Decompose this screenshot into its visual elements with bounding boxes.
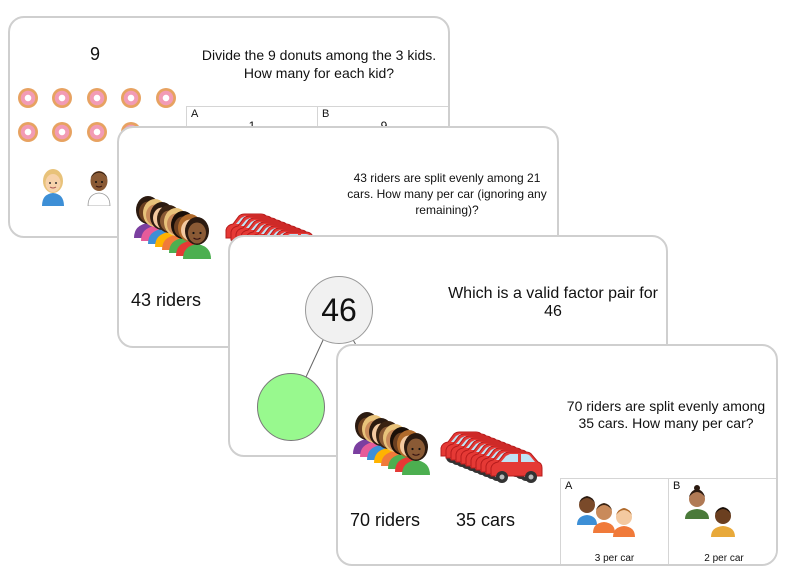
question-text: 43 riders are split evenly among 21 cars…	[347, 171, 547, 217]
donut-icon	[18, 122, 38, 142]
donut-icon	[18, 88, 38, 108]
donut-icon	[121, 88, 141, 108]
card-number: 9	[89, 44, 100, 64]
rider-icon	[180, 213, 214, 264]
kid-icon	[38, 166, 68, 206]
donut-icon	[156, 88, 176, 108]
donut-icon	[52, 88, 72, 108]
question-card-4[interactable]: 70 riders are split evenly among 35 cars…	[336, 344, 778, 566]
question-text: 70 riders are split evenly among 35 cars…	[566, 398, 766, 431]
option-letter: B	[673, 480, 681, 492]
factor-tree-branch-circle[interactable]	[257, 373, 325, 441]
donut-icon	[87, 122, 107, 142]
cars-label: 35 cars	[456, 510, 516, 530]
car-icon	[488, 448, 544, 493]
riders-label: 43 riders	[131, 290, 202, 310]
riders-label: 70 riders	[350, 510, 421, 530]
question-text: Which is a valid factor pair for 46	[448, 285, 658, 320]
donut-icon	[52, 122, 72, 142]
donut-icon	[87, 88, 107, 108]
option-letter: A	[191, 108, 199, 120]
option-b[interactable]: B 2 per car	[668, 478, 776, 564]
kid-icon	[84, 166, 114, 206]
option-letter: A	[565, 480, 573, 492]
rider-icon	[399, 429, 433, 480]
factor-tree-root: 46	[305, 276, 373, 344]
option-a[interactable]: A 3 per car	[560, 478, 669, 564]
group-of-riders-icon	[683, 483, 743, 544]
option-value: 2 per car	[704, 553, 744, 564]
option-letter: B	[322, 108, 330, 120]
group-of-riders-icon	[575, 485, 639, 542]
question-text: Divide the 9 donuts among the 3 kids. Ho…	[201, 47, 437, 81]
option-value: 3 per car	[594, 553, 635, 564]
